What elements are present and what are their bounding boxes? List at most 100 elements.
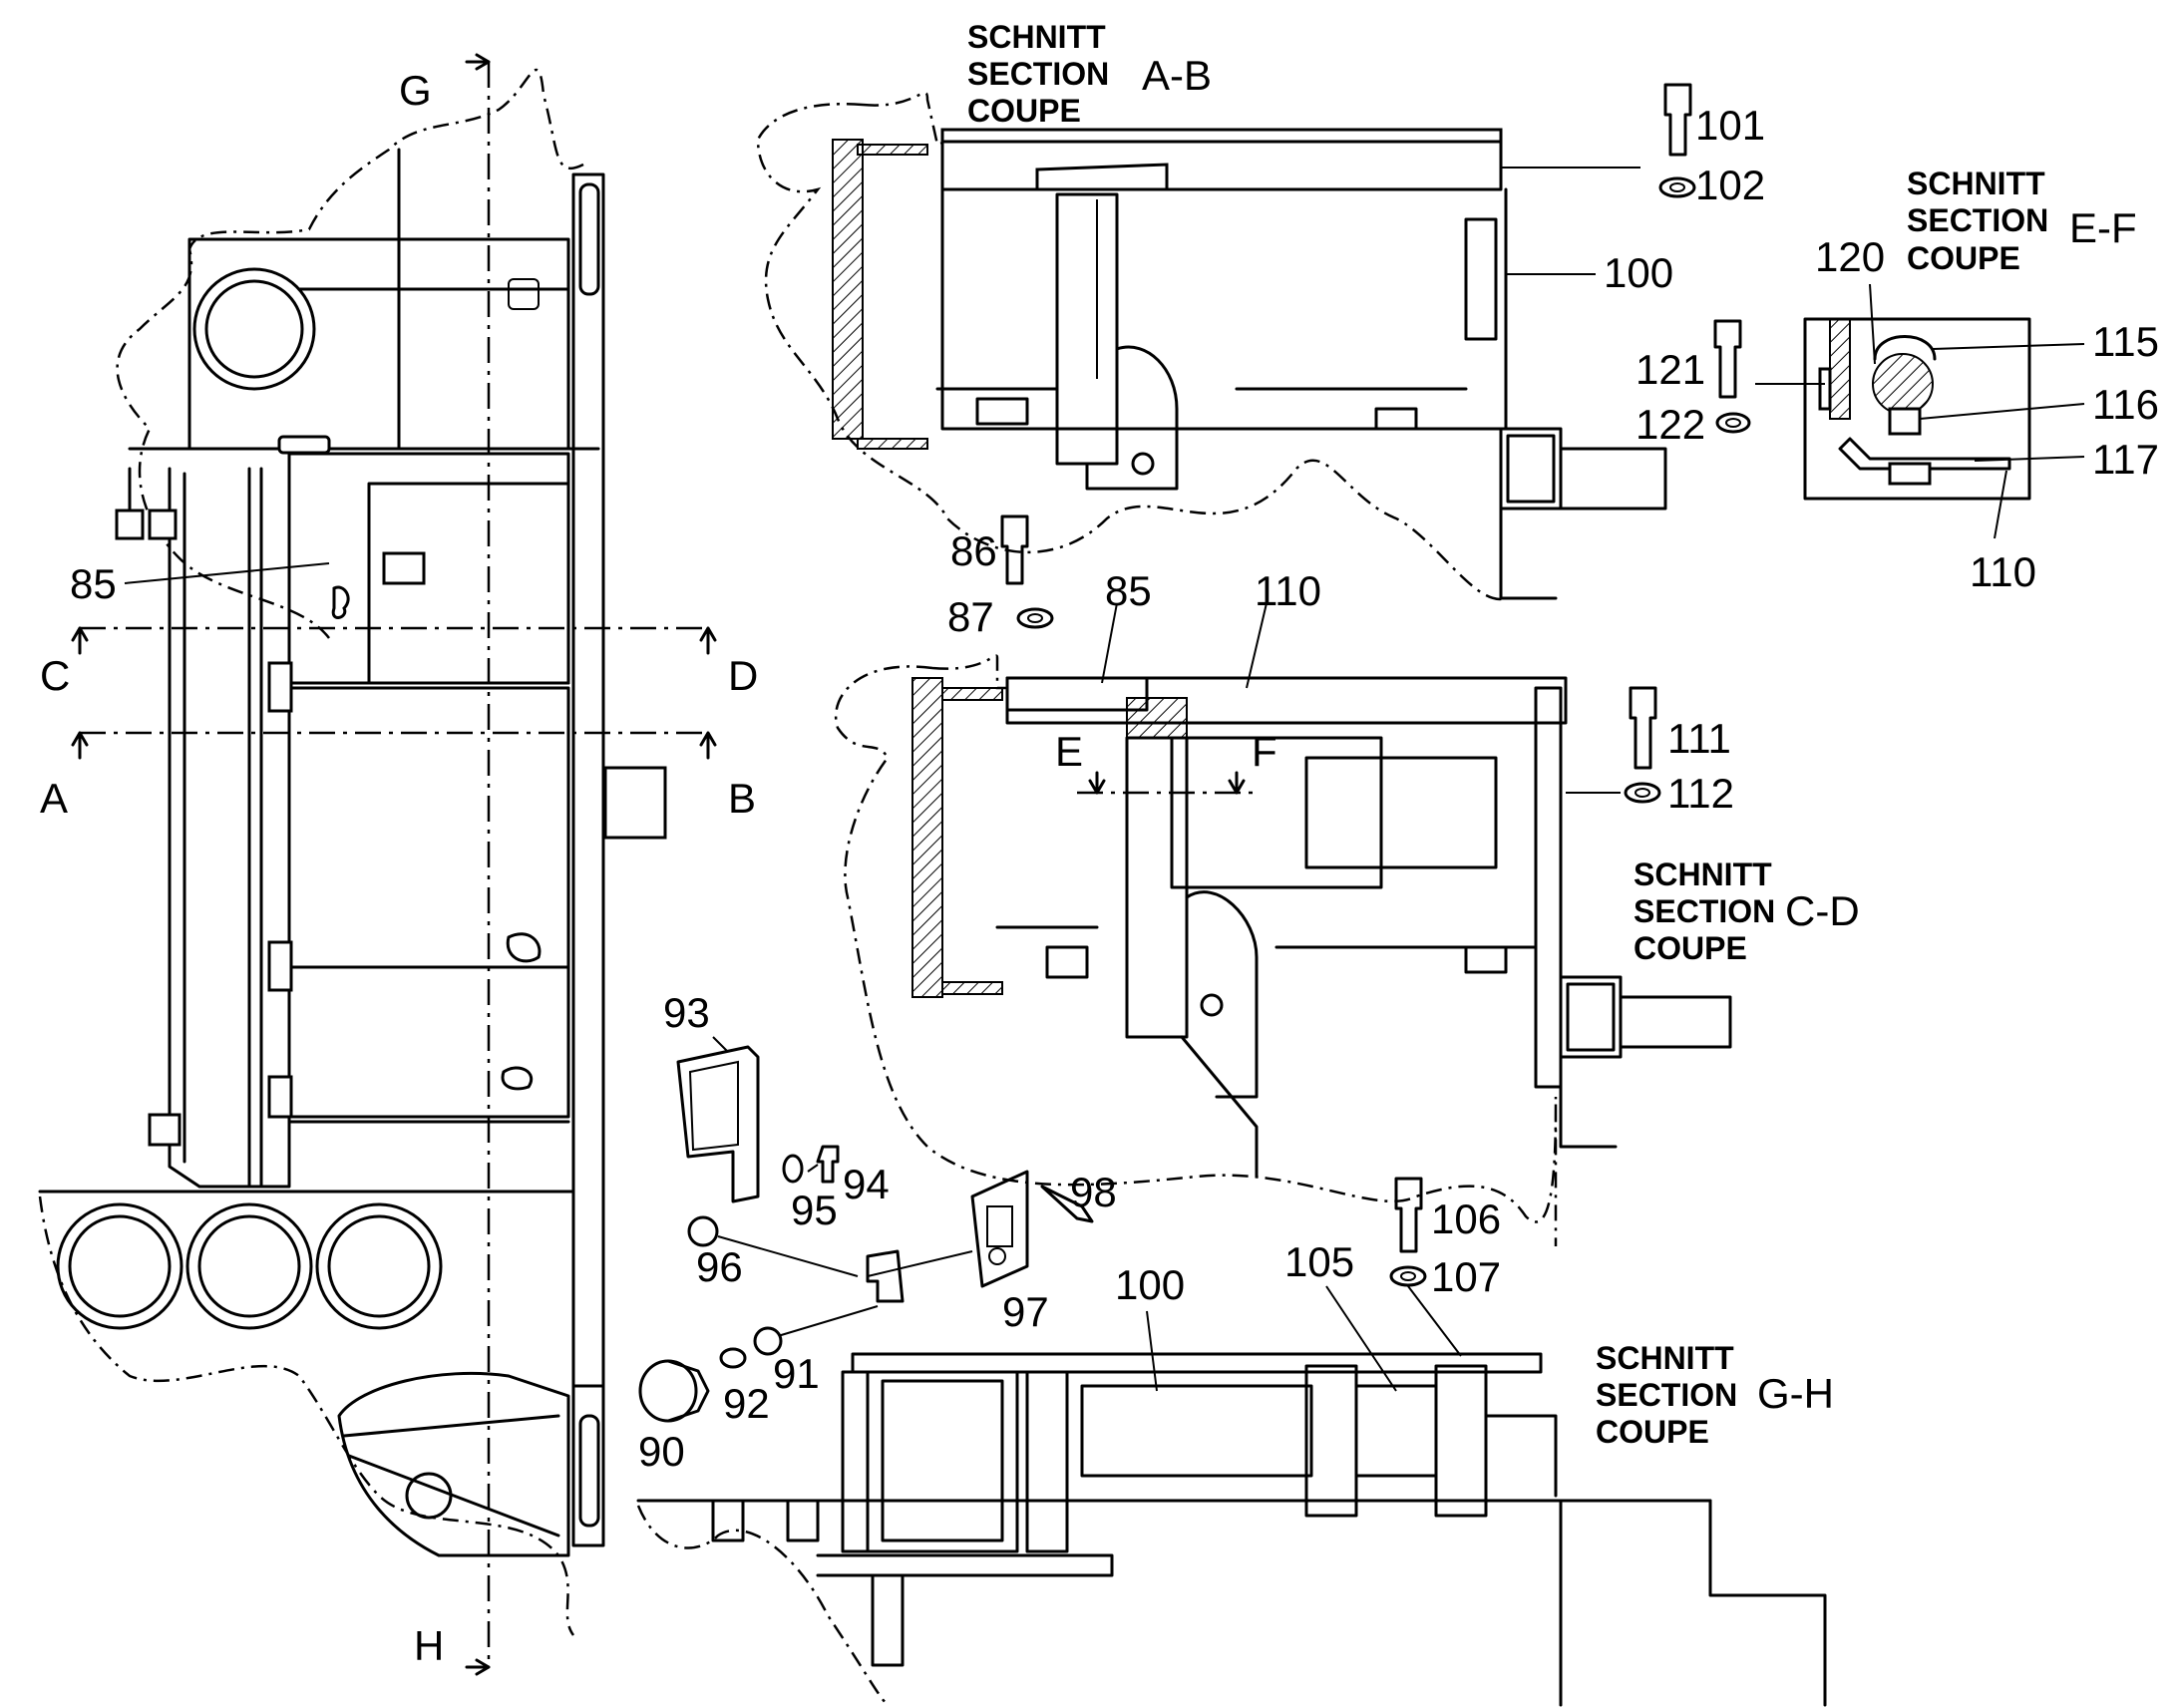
gh-top-frame [851, 1352, 1543, 1374]
section-g-h-view [636, 1177, 1827, 1707]
ef-label-coupe: COUPE [1907, 240, 2020, 276]
arrow-d [699, 626, 717, 655]
washer-92 [719, 1347, 747, 1369]
cut-marker-c: C [40, 652, 70, 699]
bolt-121 [1713, 319, 1742, 399]
ab-vertical-bracket [1055, 192, 1119, 466]
section-a-b-view [756, 83, 1696, 601]
callout-85-plan: 85 [70, 560, 117, 607]
cd-label-id: C-D [1785, 887, 1860, 934]
cut-marker-d: D [728, 652, 758, 699]
cover-panel-lower [287, 965, 570, 1119]
gh-box-left [866, 1370, 1019, 1553]
callout-95: 95 [791, 1187, 838, 1233]
cut-marker-b: B [728, 775, 756, 822]
round-opening-3 [315, 1202, 443, 1330]
callout-102: 102 [1695, 162, 1765, 208]
callout-92: 92 [723, 1380, 770, 1427]
drum-lower [337, 1371, 570, 1557]
plan-break-outline-top [116, 68, 584, 639]
cover-85-section [1005, 676, 1149, 712]
gh-break-outline [636, 1505, 889, 1706]
callout-111: 111 [1667, 715, 1731, 762]
cd-label-coupe: COUPE [1634, 930, 1747, 966]
clip-95 [782, 1154, 804, 1184]
callout-107: 107 [1431, 1253, 1501, 1300]
latch-hook [866, 1249, 905, 1303]
bolt-86 [1000, 514, 1029, 585]
callout-100-ab: 100 [1604, 249, 1673, 296]
plan-break-outline-bottom [38, 1196, 575, 1636]
arrow-b [699, 731, 717, 760]
callout-121: 121 [1635, 346, 1705, 393]
callout-122: 122 [1635, 401, 1705, 448]
section-label-c-d: SCHNITT SECTION COUPE C-D [1634, 856, 1860, 966]
part-callouts: 85 101 102 100 120 121 122 115 116 117 1… [70, 102, 2159, 1475]
hinge-middle [267, 940, 293, 992]
washer-112 [1624, 782, 1661, 804]
box-100-gh [1080, 1384, 1313, 1478]
washer-107 [1389, 1265, 1427, 1287]
hinge-lower [267, 1075, 293, 1119]
washer-87 [1016, 607, 1054, 629]
callout-100-gh: 100 [1115, 1261, 1185, 1308]
section-e-f-view [1713, 283, 2085, 539]
callout-91: 91 [773, 1350, 820, 1397]
cut-markers: G H C A D B E F [40, 67, 1277, 1669]
cover-panel-85 [287, 452, 570, 685]
callout-105: 105 [1284, 1238, 1354, 1285]
cut-marker-e: E [1055, 728, 1083, 775]
gh-label-coupe: COUPE [1596, 1414, 1709, 1450]
callout-87: 87 [947, 593, 994, 640]
callout-86: 86 [950, 527, 997, 574]
section-label-a-b: SCHNITT SECTION COUPE A-B [967, 19, 1212, 129]
arrow-h [465, 1658, 491, 1676]
fan-opening [192, 267, 316, 391]
cut-marker-h: H [414, 1622, 444, 1669]
callout-90: 90 [638, 1428, 685, 1475]
callout-112: 112 [1667, 770, 1734, 817]
arrow-f [1228, 771, 1246, 795]
ab-label-id: A-B [1142, 52, 1212, 99]
right-side-rail [571, 172, 605, 1388]
ab-break-outline [756, 91, 1507, 601]
ab-label-schnitt: SCHNITT [967, 19, 1106, 55]
ab-label-coupe: COUPE [967, 93, 1081, 129]
cd-tube [1559, 975, 1623, 1059]
plan-view [38, 53, 717, 1676]
callout-115: 115 [2092, 318, 2159, 365]
cd-label-schnitt: SCHNITT [1634, 856, 1772, 892]
hinge-upper [267, 661, 293, 713]
callout-120: 120 [1815, 233, 1885, 280]
ef-label-section: SECTION [1907, 202, 2048, 238]
cd-label-section: SECTION [1634, 893, 1775, 929]
box-105 [1354, 1384, 1438, 1478]
section-label-g-h: SCHNITT SECTION COUPE G-H [1596, 1340, 1834, 1450]
knob-90 [638, 1359, 698, 1423]
cut-marker-a: A [40, 775, 68, 822]
bolt-111 [1629, 686, 1657, 770]
cut-marker-f: F [1252, 728, 1277, 775]
left-frame-rail [168, 467, 291, 1189]
pin-98 [1040, 1185, 1094, 1223]
section-label-e-f: SCHNITT SECTION COUPE E-F [1907, 166, 2137, 276]
callout-101: 101 [1695, 102, 1765, 149]
round-opening-2 [185, 1202, 313, 1330]
callout-85-cd: 85 [1105, 567, 1152, 614]
washer-102 [1658, 176, 1696, 198]
gh-label-id: G-H [1757, 1370, 1834, 1417]
bolt-101 [1663, 83, 1692, 157]
callout-98: 98 [1070, 1169, 1117, 1215]
latch-plate-97 [970, 1170, 1029, 1288]
callout-106: 106 [1431, 1196, 1501, 1242]
round-opening-1 [56, 1202, 183, 1330]
plate-93 [676, 1045, 760, 1203]
arrow-e [1088, 771, 1106, 795]
washer-122 [1715, 412, 1751, 434]
nut-96 [687, 1215, 719, 1247]
cd-break-outline [834, 654, 1558, 1246]
bolt-106 [1394, 1177, 1423, 1253]
ab-label-section: SECTION [967, 56, 1109, 92]
cover-panel-middle [287, 686, 570, 969]
